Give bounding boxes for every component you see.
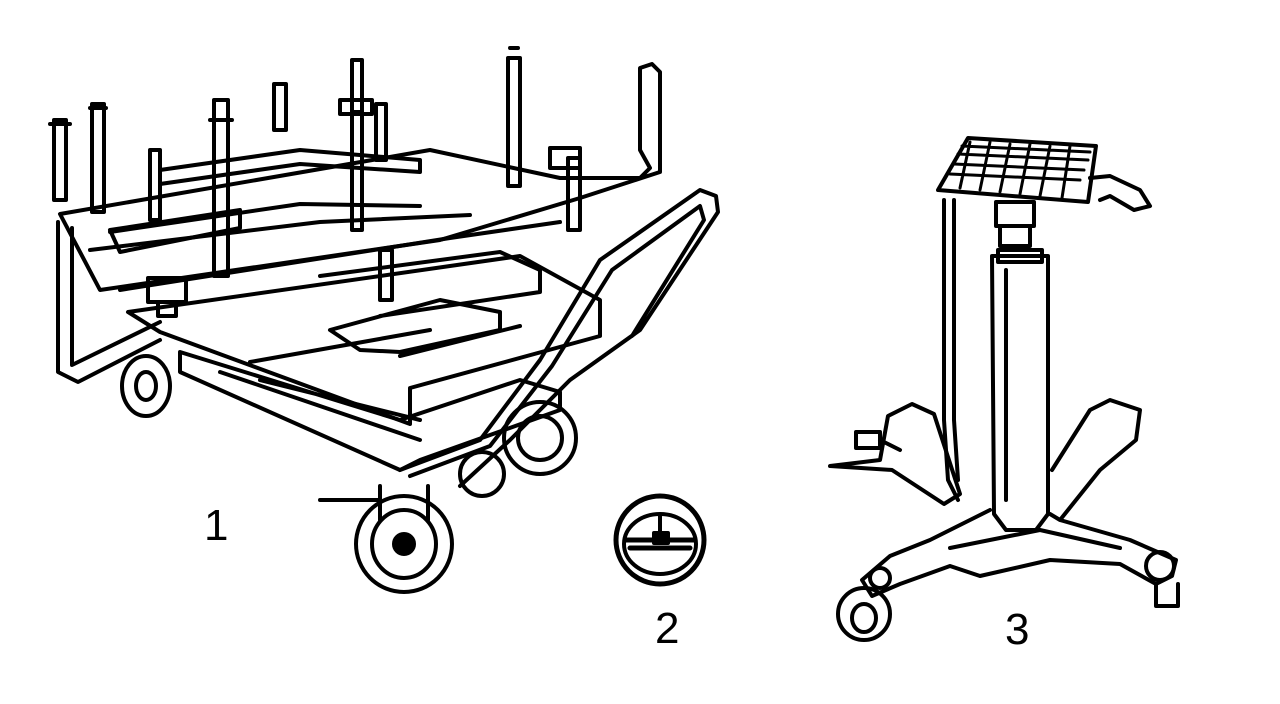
dolly-caster-wheels [120, 354, 578, 594]
dolly-frame-deck [58, 62, 662, 292]
callout-label-3: 3 [1005, 605, 1030, 654]
jack-swivel-head [994, 200, 1036, 248]
caster-wheel-disc [613, 493, 707, 587]
dolly-locating-pins [48, 46, 582, 302]
jack-foot-pedal [828, 402, 962, 506]
dolly-cross-members [318, 250, 542, 358]
jack-caster-wheels [836, 550, 1180, 642]
callout-label-1: 1 [204, 501, 229, 550]
dolly-end-frame [56, 220, 162, 384]
jack-cylinder [990, 254, 1050, 532]
jack-saddle-texture [948, 140, 1092, 200]
engine-dolly [48, 46, 720, 594]
jack-base-legs [860, 398, 1178, 598]
dolly-main-rail [126, 254, 602, 426]
pedestal-jack [828, 136, 1180, 642]
dolly-push-handle [398, 188, 720, 488]
callout-label-2: 2 [655, 604, 680, 653]
dolly-fixture-plate [108, 148, 422, 254]
dolly-clamp-knob [146, 276, 188, 318]
jack-tilt-lever [1088, 174, 1152, 212]
